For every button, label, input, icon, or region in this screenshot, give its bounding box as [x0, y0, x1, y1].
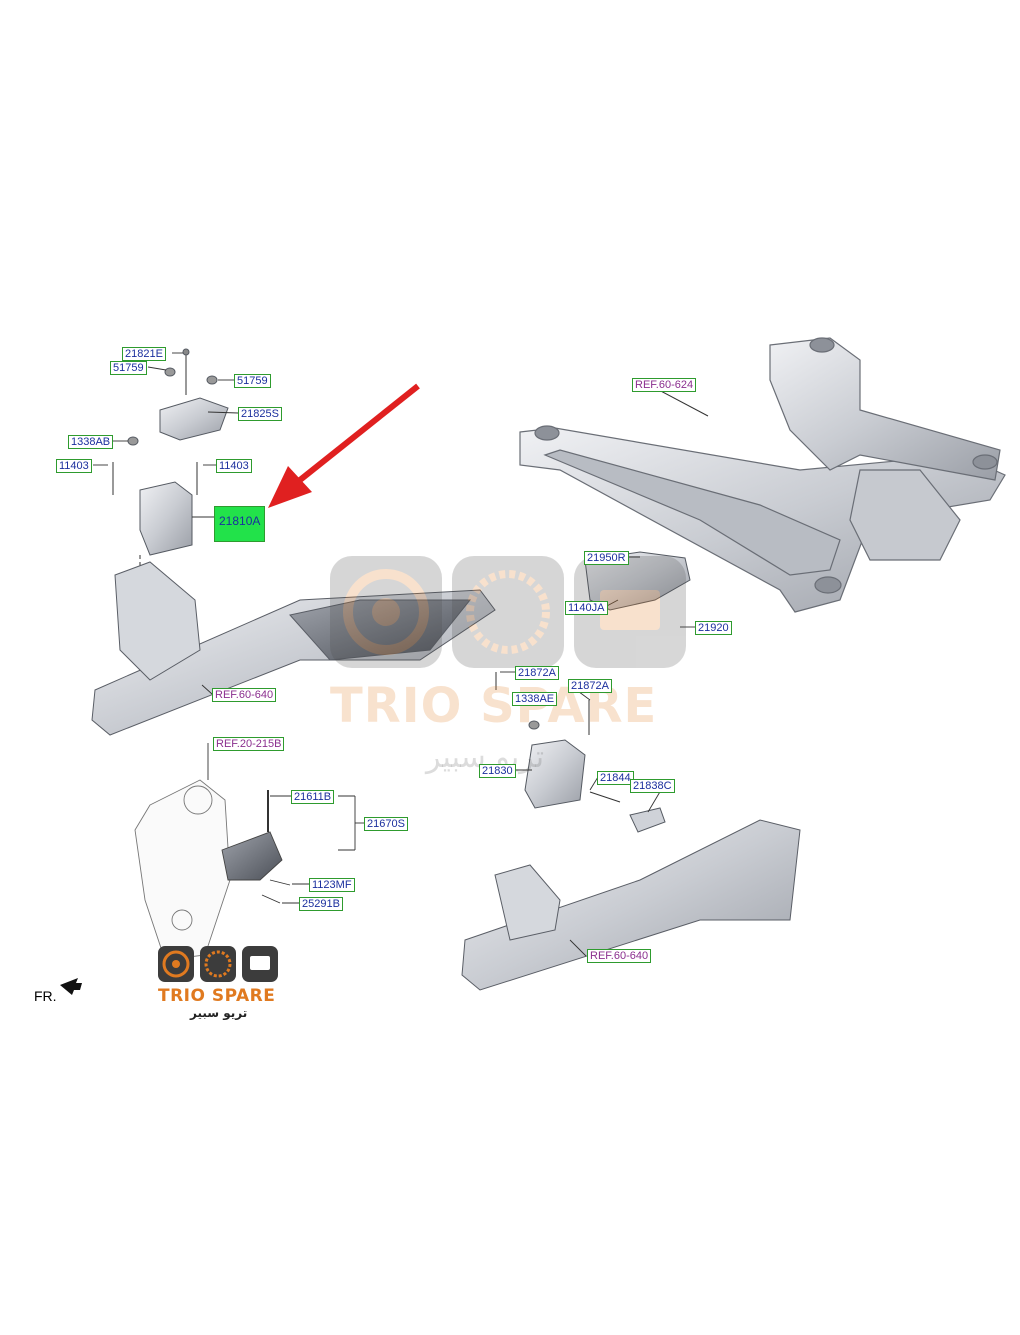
- part-label-21830[interactable]: 21830: [479, 764, 516, 778]
- part-label-21872A-right[interactable]: 21872A: [568, 679, 612, 693]
- part-label-21872A-left[interactable]: 21872A: [515, 666, 559, 680]
- part-label-21920[interactable]: 21920: [695, 621, 732, 635]
- logo-brand: TRIO SPARE: [158, 986, 276, 1006]
- part-label-51759-right[interactable]: 51759: [234, 374, 271, 388]
- red-arrow: [268, 383, 420, 508]
- ref-label-60-624[interactable]: REF.60-624: [632, 378, 697, 392]
- part-label-21838C[interactable]: 21838C: [630, 779, 675, 793]
- part-label-11403-right[interactable]: 11403: [216, 459, 252, 473]
- part-label-25291B[interactable]: 25291B: [299, 897, 343, 911]
- part-label-1140JA[interactable]: 1140JA: [565, 601, 608, 615]
- part-label-51759-left[interactable]: 51759: [110, 361, 147, 375]
- part-label-21825S[interactable]: 21825S: [238, 407, 282, 421]
- part-label-21844[interactable]: 21844: [597, 771, 634, 785]
- part-label-21950R[interactable]: 21950R: [584, 551, 629, 565]
- timing-cover-assembly: [134, 779, 291, 961]
- part-label-21821E[interactable]: 21821E: [122, 347, 166, 361]
- part-label-1338AB[interactable]: 1338AB: [68, 435, 114, 449]
- ref-label-20-215B[interactable]: REF.20-215B: [213, 737, 285, 751]
- subframe: [519, 337, 1006, 613]
- front-direction-label: FR.: [34, 988, 57, 1004]
- logo-icons: [158, 946, 278, 982]
- left-mount-assembly: [112, 348, 229, 590]
- ref-label-60-640-left[interactable]: REF.60-640: [212, 688, 277, 702]
- front-arrow-icon: [60, 978, 82, 995]
- part-label-21611B[interactable]: 21611B: [291, 790, 335, 804]
- part-label-1338AE[interactable]: 1338AE: [512, 692, 558, 706]
- part-label-11403-left[interactable]: 11403: [56, 459, 92, 473]
- part-label-1123MF[interactable]: 1123MF: [309, 878, 355, 892]
- left-side-member: [91, 561, 496, 736]
- part-label-21810A-highlighted[interactable]: 21810A: [214, 506, 266, 542]
- transmission-mount-assembly: [495, 551, 691, 833]
- logo-arabic: تريو سبير: [190, 1006, 248, 1020]
- watermark-icons: [330, 556, 686, 668]
- ref-label-60-640-right[interactable]: REF.60-640: [587, 949, 652, 963]
- right-side-member: [461, 819, 801, 991]
- part-label-21670S[interactable]: 21670S: [364, 817, 408, 831]
